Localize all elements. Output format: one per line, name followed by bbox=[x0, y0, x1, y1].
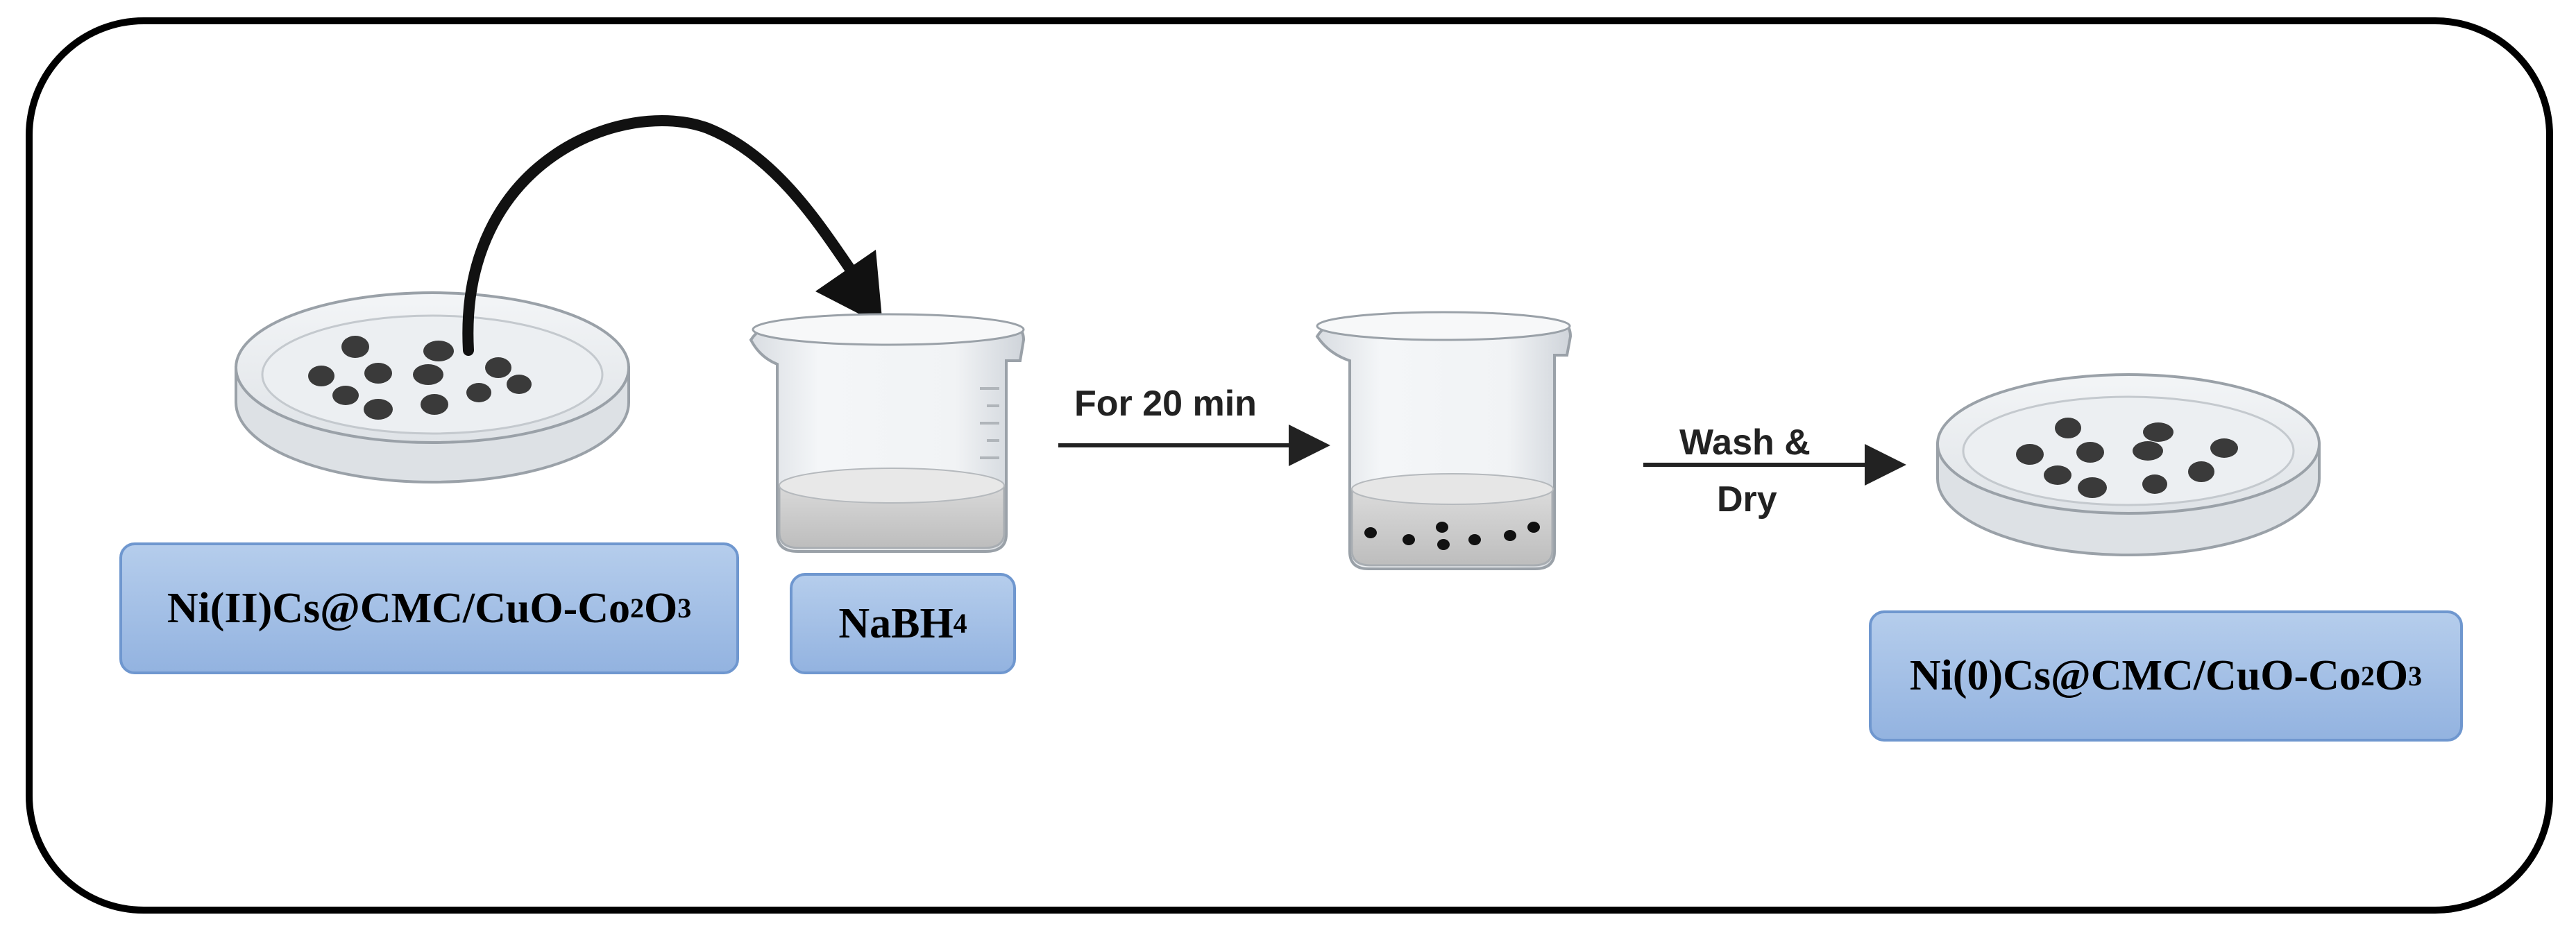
particles-reaction bbox=[1364, 522, 1540, 550]
transfer-arrow bbox=[462, 115, 883, 356]
beaker-nabh4 bbox=[749, 313, 1026, 553]
particles-product bbox=[2016, 418, 2238, 498]
particles-precursor bbox=[308, 336, 532, 420]
workup-label-line1: Wash & bbox=[1679, 422, 1811, 463]
beaker-reaction bbox=[1315, 311, 1573, 570]
reaction-time-label: For 20 min bbox=[1074, 384, 1257, 424]
petri-dish-product bbox=[1936, 373, 2321, 556]
graduation-marks-1 bbox=[980, 387, 999, 459]
workup-label-line2: Dry bbox=[1717, 479, 1777, 520]
petri-dish-precursor bbox=[235, 291, 630, 483]
